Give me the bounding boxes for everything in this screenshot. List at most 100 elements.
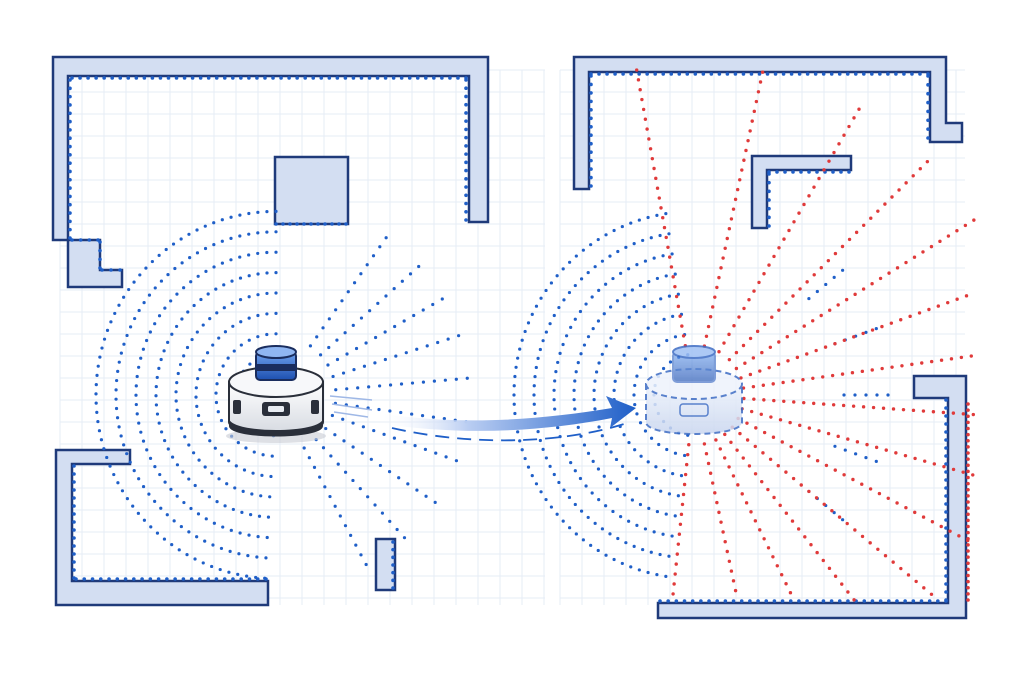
scan-point — [220, 218, 224, 222]
scan-point — [561, 342, 565, 347]
scan-point — [681, 334, 686, 338]
scan-point — [113, 311, 117, 316]
scan-point — [254, 575, 258, 580]
scan-point — [72, 536, 76, 540]
scan-point — [846, 437, 850, 441]
scan-point — [805, 72, 810, 76]
scan-point — [708, 315, 713, 319]
scan-point — [766, 487, 770, 492]
scan-point — [637, 218, 641, 222]
scan-point — [114, 388, 118, 392]
scan-point — [939, 358, 944, 362]
scan-point — [564, 452, 569, 456]
scan-point — [391, 540, 395, 544]
scan-point — [767, 198, 771, 202]
scan-point — [742, 306, 746, 311]
scan-point — [903, 599, 907, 603]
scan-point — [464, 209, 468, 214]
scan-point — [220, 261, 224, 265]
scan-point — [640, 97, 644, 102]
scan-point — [868, 541, 872, 545]
scan-point — [619, 515, 623, 519]
scan-point — [562, 488, 566, 492]
scan-point — [811, 376, 815, 380]
scan-point — [232, 349, 236, 353]
scan-point — [593, 521, 597, 525]
scan-point — [831, 403, 836, 407]
scan-point — [630, 288, 634, 292]
scan-point — [163, 480, 167, 484]
scan-point — [123, 577, 128, 581]
scan-point — [68, 161, 72, 165]
scan-point — [564, 334, 569, 338]
scan-point — [745, 438, 750, 442]
scan-point — [197, 458, 201, 462]
scan-point — [851, 477, 855, 482]
scan-point — [334, 308, 338, 312]
scan-point — [383, 76, 388, 80]
scan-point — [824, 282, 828, 287]
scan-point — [119, 434, 123, 438]
scan-point — [265, 291, 269, 296]
scan-point — [627, 345, 631, 350]
scan-point — [946, 300, 950, 305]
scan-point — [562, 298, 566, 302]
scan-point — [602, 312, 606, 316]
scan-point — [589, 91, 593, 95]
scan-point — [966, 518, 970, 523]
scan-point — [105, 328, 110, 333]
scan-point — [665, 338, 669, 343]
scan-point — [574, 254, 578, 258]
scan-point — [846, 590, 850, 594]
scan-point — [186, 310, 190, 314]
scan-point — [270, 454, 274, 458]
scan-point — [259, 494, 263, 498]
scan-point — [190, 76, 195, 80]
scan-point — [673, 572, 677, 576]
scan-point — [659, 206, 663, 210]
scan-point — [264, 556, 268, 560]
scan-point — [181, 577, 186, 581]
scan-point — [727, 465, 731, 469]
scan-point — [868, 487, 873, 491]
scan-point — [589, 167, 593, 171]
scan-point — [162, 349, 166, 353]
scan-point — [196, 512, 201, 516]
scan-point — [443, 378, 447, 382]
scan-point — [238, 531, 242, 535]
scan-point — [851, 404, 856, 408]
scan-point — [883, 553, 888, 558]
scan-point — [108, 464, 112, 468]
scan-point — [589, 82, 593, 87]
scan-point — [376, 301, 380, 305]
scan-point — [706, 324, 711, 329]
scan-point — [109, 268, 113, 272]
scan-point — [770, 315, 774, 319]
scan-point — [886, 393, 890, 397]
scan-point — [274, 271, 278, 275]
scan-point — [387, 470, 392, 474]
scan-point — [201, 323, 205, 327]
scan-point — [762, 272, 766, 276]
scan-point — [805, 599, 809, 603]
scan-point — [662, 469, 666, 473]
scan-point — [274, 291, 278, 295]
scan-point — [175, 494, 179, 498]
scan-point — [247, 295, 251, 299]
scan-point — [520, 338, 524, 342]
scan-point — [464, 144, 468, 148]
scan-point — [147, 293, 152, 297]
scan-point — [900, 364, 904, 368]
scan-point — [831, 170, 835, 174]
scan-point — [795, 355, 800, 360]
scan-point — [941, 410, 946, 415]
scan-point — [311, 76, 316, 80]
scan-point — [561, 267, 565, 271]
scan-point — [852, 335, 856, 339]
scan-point — [533, 374, 537, 379]
scan-point — [602, 474, 606, 478]
scan-point — [187, 443, 191, 447]
scan-point — [826, 258, 831, 263]
scan-point — [589, 141, 593, 146]
scan-point — [335, 338, 339, 342]
